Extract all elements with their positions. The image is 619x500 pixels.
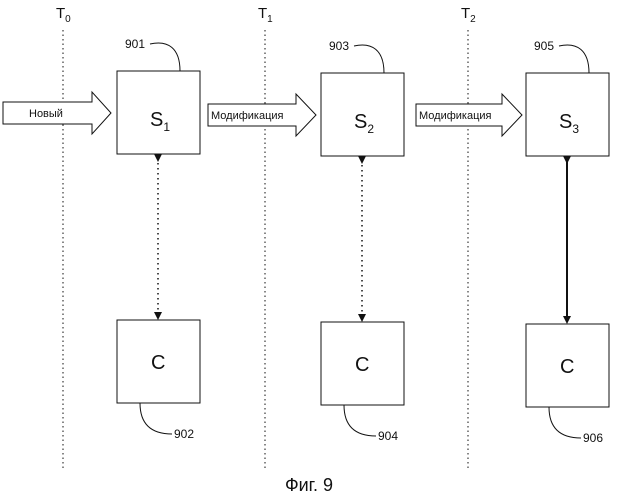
client-ref-904-leader [344,405,376,436]
server-ref-905-leader [559,45,589,73]
client-ref-902-leader [140,403,172,434]
server-ref-901-leader [150,43,180,71]
client-box-3-label: C [560,356,574,378]
arrow-modification-1-label: Модификация [211,110,284,122]
client-box-1-label: C [151,352,165,374]
server-ref-903: 903 [329,39,349,53]
server-ref-903-leader [354,45,384,73]
arrow-modification-2-label: Модификация [419,110,492,122]
arrow-new-label: Новый [29,108,63,120]
timeline-label-t2: T2 [461,5,476,25]
server-ref-901: 901 [125,37,145,51]
timeline-label-t1: T1 [258,5,273,25]
client-ref-906-leader [549,407,581,438]
timeline-label-t0: T0 [56,5,71,25]
server-ref-905: 905 [534,39,554,53]
client-box-2-label: C [355,354,369,376]
figure-caption: Фиг. 9 [285,475,333,495]
client-ref-904: 904 [378,429,398,443]
client-ref-906: 906 [583,431,603,445]
client-ref-902: 902 [174,427,194,441]
